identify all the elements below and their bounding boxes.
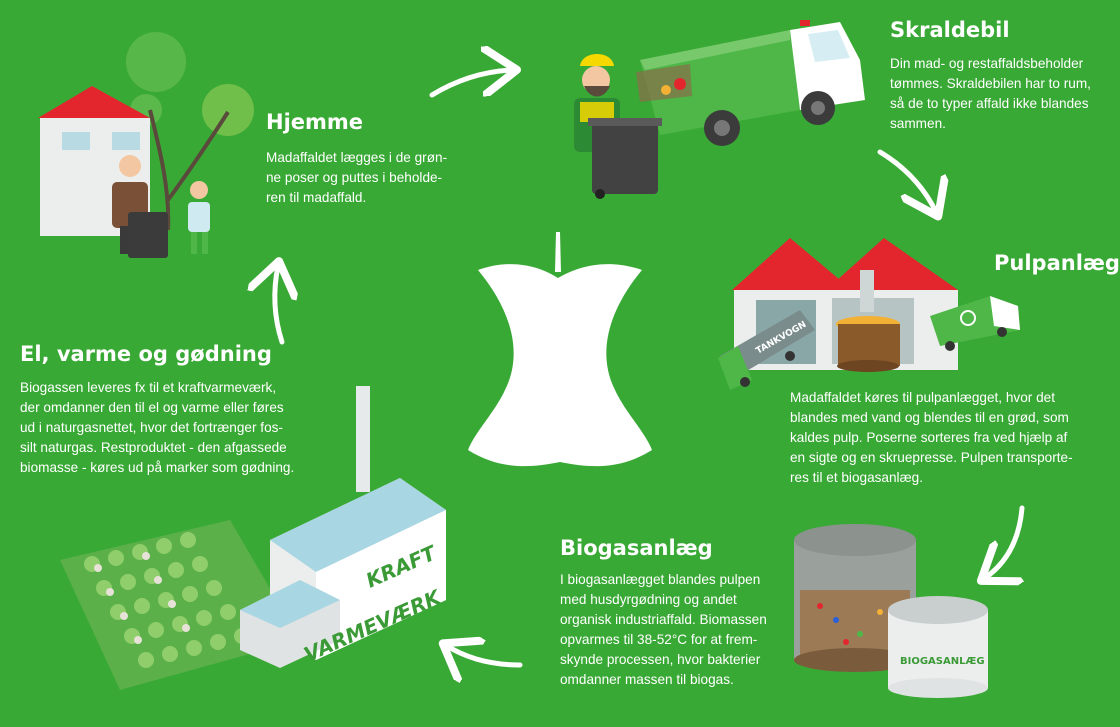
text-line: res til et biogasanlæg. — [790, 470, 923, 485]
home-illustration — [38, 32, 254, 258]
step-title-biogasanlaeg: Biogasanlæg — [560, 536, 713, 560]
text-line: med husdyrgødning og andet — [560, 592, 737, 607]
text-line: omdanner massen til biogas. — [560, 672, 734, 687]
arrow-home-to-truck — [429, 70, 512, 98]
text-line: så de to typer affald ikke blandes — [890, 96, 1089, 111]
text-line: ren til madaffald. — [266, 190, 367, 205]
text-line: ne poser og puttes i beholde- — [266, 170, 443, 185]
text-line: Madaffaldet køres til pulpanlægget, hvor… — [790, 390, 1055, 405]
text-line: kaldes pulp. Poserne sorteres fra ved hj… — [790, 430, 1068, 445]
biogas-tank-label: BIOGASANLÆG — [900, 656, 985, 667]
apple-core-icon — [468, 232, 652, 467]
text-line: Biogassen leveres fx til et kraftvarmevæ… — [20, 380, 277, 395]
step-text-el-varme-godning: Biogassen leveres fx til et kraftvarmevæ… — [20, 378, 294, 478]
arrow-truck-to-pulp — [877, 149, 936, 212]
power-plant-illustration: KRAFT VARMEVÆRK — [60, 386, 446, 690]
step-text-skraldebil: Din mad- og restaffaldsbeholder tømmes. … — [890, 54, 1091, 134]
pulp-plant-illustration: TANKVOGN — [718, 238, 1020, 390]
text-line: sammen. — [890, 116, 946, 131]
step-text-pulpanlaeg: Madaffaldet køres til pulpanlægget, hvor… — [790, 388, 1073, 488]
step-text-biogasanlaeg: I biogasanlægget blandes pulpen med husd… — [560, 570, 767, 690]
text-line: Madaffaldet lægges i de grøn- — [266, 150, 448, 165]
text-line: blandes med vand og blendes til en grød,… — [790, 410, 1069, 425]
biogas-tanks-illustration: BIOGASANLÆG — [794, 524, 988, 698]
text-line: ud i naturgasnettet, hvor det fortrænger… — [20, 420, 283, 435]
text-line: skynde processen, hvor bakterier — [560, 652, 761, 667]
arrow-power-to-home — [275, 266, 282, 345]
step-title-hjemme: Hjemme — [266, 110, 364, 134]
recycle-icon — [960, 310, 976, 326]
garbage-truck-illustration — [574, 20, 865, 199]
text-line: opvarmes til 38-52°C for at frem- — [560, 632, 758, 647]
step-title-skraldebil: Skraldebil — [890, 18, 1010, 42]
text-line: der omdanner den til el og varme eller f… — [20, 400, 284, 415]
arrow-pulp-to-biogas — [985, 505, 1025, 578]
text-line: en sigte og en skruepresse. Pulpen trans… — [790, 450, 1073, 465]
step-text-hjemme: Madaffaldet lægges i de grøn- ne poser o… — [266, 148, 447, 208]
text-line: I biogasanlægget blandes pulpen — [560, 572, 761, 587]
arrow-biogas-to-power — [447, 646, 523, 665]
step-title-el-varme-godning: El, varme og gødning — [20, 342, 272, 366]
text-line: biomasse - køres ud på marker som gødnin… — [20, 460, 295, 475]
text-line: organisk industriaffald. Biomassen — [560, 612, 767, 627]
text-line: Din mad- og restaffaldsbeholder — [890, 56, 1084, 71]
text-line: tømmes. Skraldebilen har to rum, — [890, 76, 1091, 91]
text-line: silt naturgas. Restproduktet - den afgas… — [20, 440, 287, 455]
step-title-pulpanlaeg: Pulpanlæg — [994, 251, 1120, 275]
